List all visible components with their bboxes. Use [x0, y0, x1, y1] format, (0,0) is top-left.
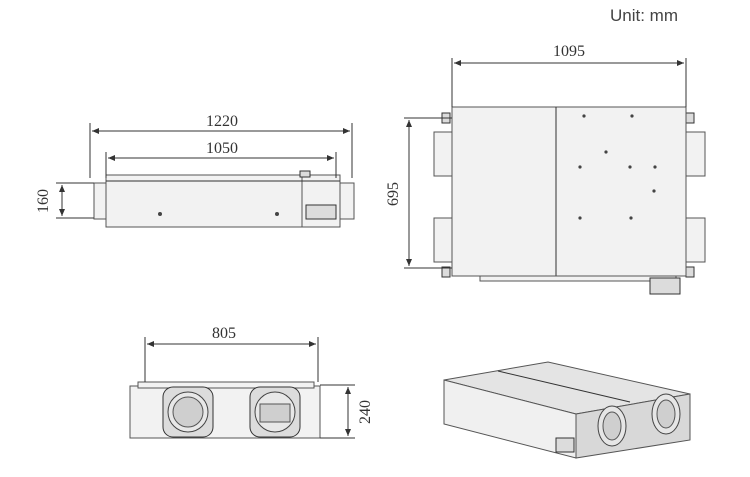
dim-height-side: 160 — [35, 189, 52, 213]
dim-top-depth: 695 — [385, 182, 402, 206]
side-view: 1220 1050 160 — [35, 113, 355, 228]
isometric-view — [443, 361, 691, 459]
front-view: 805 240 — [129, 325, 374, 439]
dim-front-height: 240 — [357, 400, 374, 424]
dim-top-width: 1095 — [553, 43, 585, 60]
dim-overall-length: 1220 — [206, 113, 238, 130]
unit-label: Unit: mm — [610, 6, 678, 25]
dim-front-width: 805 — [212, 325, 236, 342]
top-view: 1095 695 — [385, 43, 706, 295]
dim-body-length: 1050 — [206, 140, 238, 157]
